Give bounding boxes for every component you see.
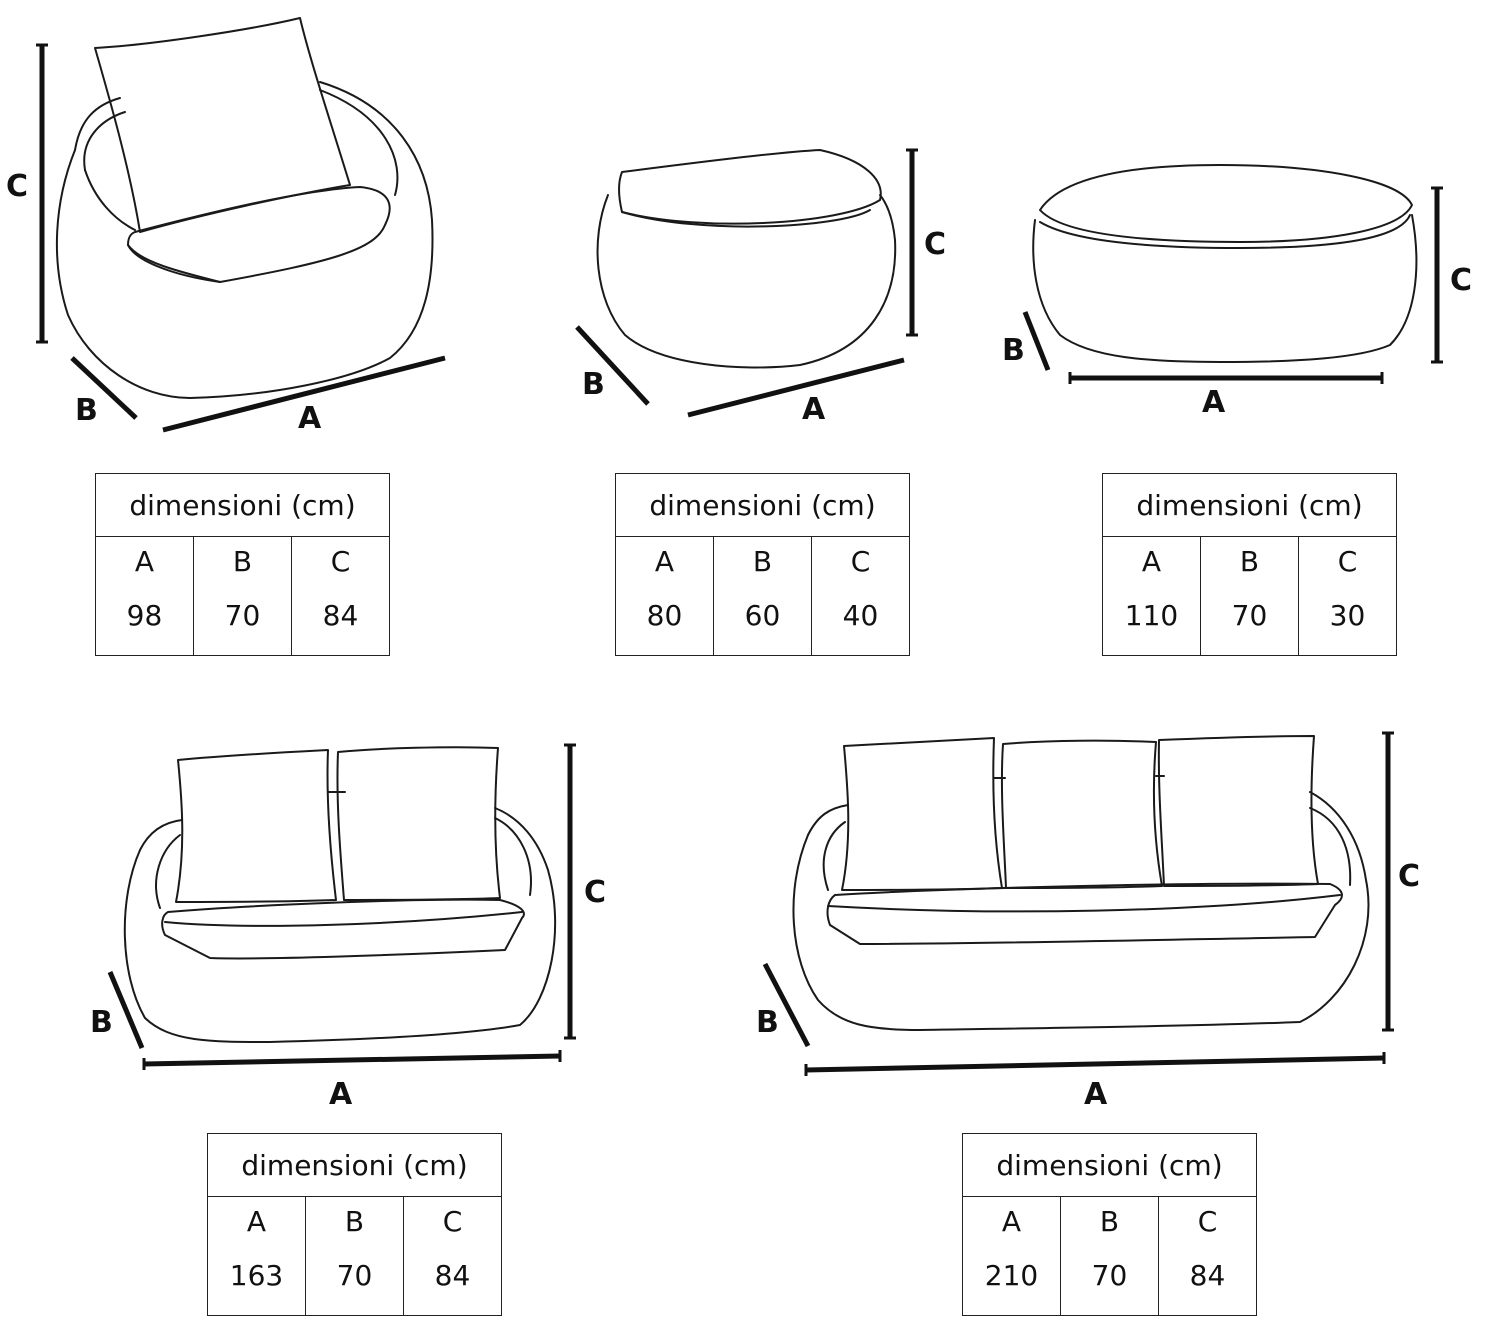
- value-a: 163: [229, 1259, 284, 1292]
- pouf-dimension-table: dimensioni (cm) A 80 B 60 C 40: [615, 473, 910, 656]
- col-label-a: A: [654, 545, 675, 578]
- sofa-3-seater-dimension-table: dimensioni (cm) A 210 B 70 C 84: [962, 1133, 1257, 1316]
- col-label-a: A: [1141, 545, 1162, 578]
- value-c: 40: [842, 599, 879, 632]
- table-label-b: B: [1002, 333, 1025, 368]
- table-header: dimensioni (cm): [95, 473, 390, 537]
- value-c: 84: [434, 1259, 471, 1292]
- table-header: dimensioni (cm): [962, 1133, 1257, 1197]
- col-label-b: B: [1099, 1205, 1120, 1238]
- col-label-a: A: [1001, 1205, 1022, 1238]
- sofa-2-seater-drawing: [123, 746, 557, 1043]
- col-label-b: B: [1239, 545, 1260, 578]
- armchair-dimline-a: [162, 355, 446, 433]
- col-label-c: C: [1197, 1205, 1218, 1238]
- sofa3-dimline-b: [762, 962, 811, 1048]
- value-b: 70: [224, 599, 261, 632]
- value-b: 70: [336, 1259, 373, 1292]
- value-a: 98: [126, 599, 163, 632]
- pouf-label-c: C: [924, 227, 946, 262]
- value-a: 210: [984, 1259, 1039, 1292]
- sofa2-dimline-a: [143, 1053, 561, 1067]
- value-c: 30: [1329, 599, 1366, 632]
- pouf-dimline-a: [687, 357, 905, 418]
- col-label-b: B: [232, 545, 253, 578]
- armchair-label-c: C: [6, 169, 28, 204]
- pouf-drawing: [596, 149, 897, 369]
- table-drawing: [1032, 164, 1418, 363]
- table-header: dimensioni (cm): [615, 473, 910, 537]
- col-label-b: B: [344, 1205, 365, 1238]
- sofa3-dimline-a: [805, 1055, 1385, 1073]
- col-label-b: B: [752, 545, 773, 578]
- col-label-a: A: [134, 545, 155, 578]
- table-label-c: C: [1450, 263, 1472, 298]
- armchair-drawing: [55, 17, 434, 399]
- table-label-a: A: [1202, 385, 1226, 420]
- sofa2-dimline-b: [107, 971, 145, 1049]
- sofa3-label-c: C: [1398, 859, 1420, 894]
- armchair-label-a: A: [298, 401, 322, 436]
- sofa2-label-c: C: [584, 875, 606, 910]
- armchair-dimline-b: [70, 356, 138, 420]
- value-c: 84: [322, 599, 359, 632]
- sofa-2-seater-dimension-table: dimensioni (cm) A 163 B 70 C 84: [207, 1133, 502, 1316]
- value-a: 110: [1124, 599, 1179, 632]
- sofa-3-seater-drawing: [792, 735, 1370, 1031]
- pouf-label-a: A: [802, 392, 826, 427]
- value-b: 70: [1091, 1259, 1128, 1292]
- col-label-a: A: [246, 1205, 267, 1238]
- value-a: 80: [646, 599, 683, 632]
- sofa3-label-a: A: [1084, 1077, 1108, 1112]
- col-label-c: C: [330, 545, 351, 578]
- table-dimline-b: [1022, 311, 1051, 371]
- armchair-label-b: B: [75, 393, 98, 428]
- col-label-c: C: [442, 1205, 463, 1238]
- value-b: 60: [744, 599, 781, 632]
- value-b: 70: [1231, 599, 1268, 632]
- table-dimension-table: dimensioni (cm) A 110 B 70 C 30: [1102, 473, 1397, 656]
- value-c: 84: [1189, 1259, 1226, 1292]
- sofa2-label-a: A: [329, 1077, 353, 1112]
- pouf-dimline-b: [575, 325, 650, 406]
- sofa3-label-b: B: [756, 1005, 779, 1040]
- sofa2-label-b: B: [90, 1005, 113, 1040]
- table-header: dimensioni (cm): [1102, 473, 1397, 537]
- col-label-c: C: [850, 545, 871, 578]
- armchair-dimension-table: dimensioni (cm) A 98 B 70 C 84: [95, 473, 390, 656]
- pouf-label-b: B: [582, 367, 605, 402]
- table-header: dimensioni (cm): [207, 1133, 502, 1197]
- col-label-c: C: [1337, 545, 1358, 578]
